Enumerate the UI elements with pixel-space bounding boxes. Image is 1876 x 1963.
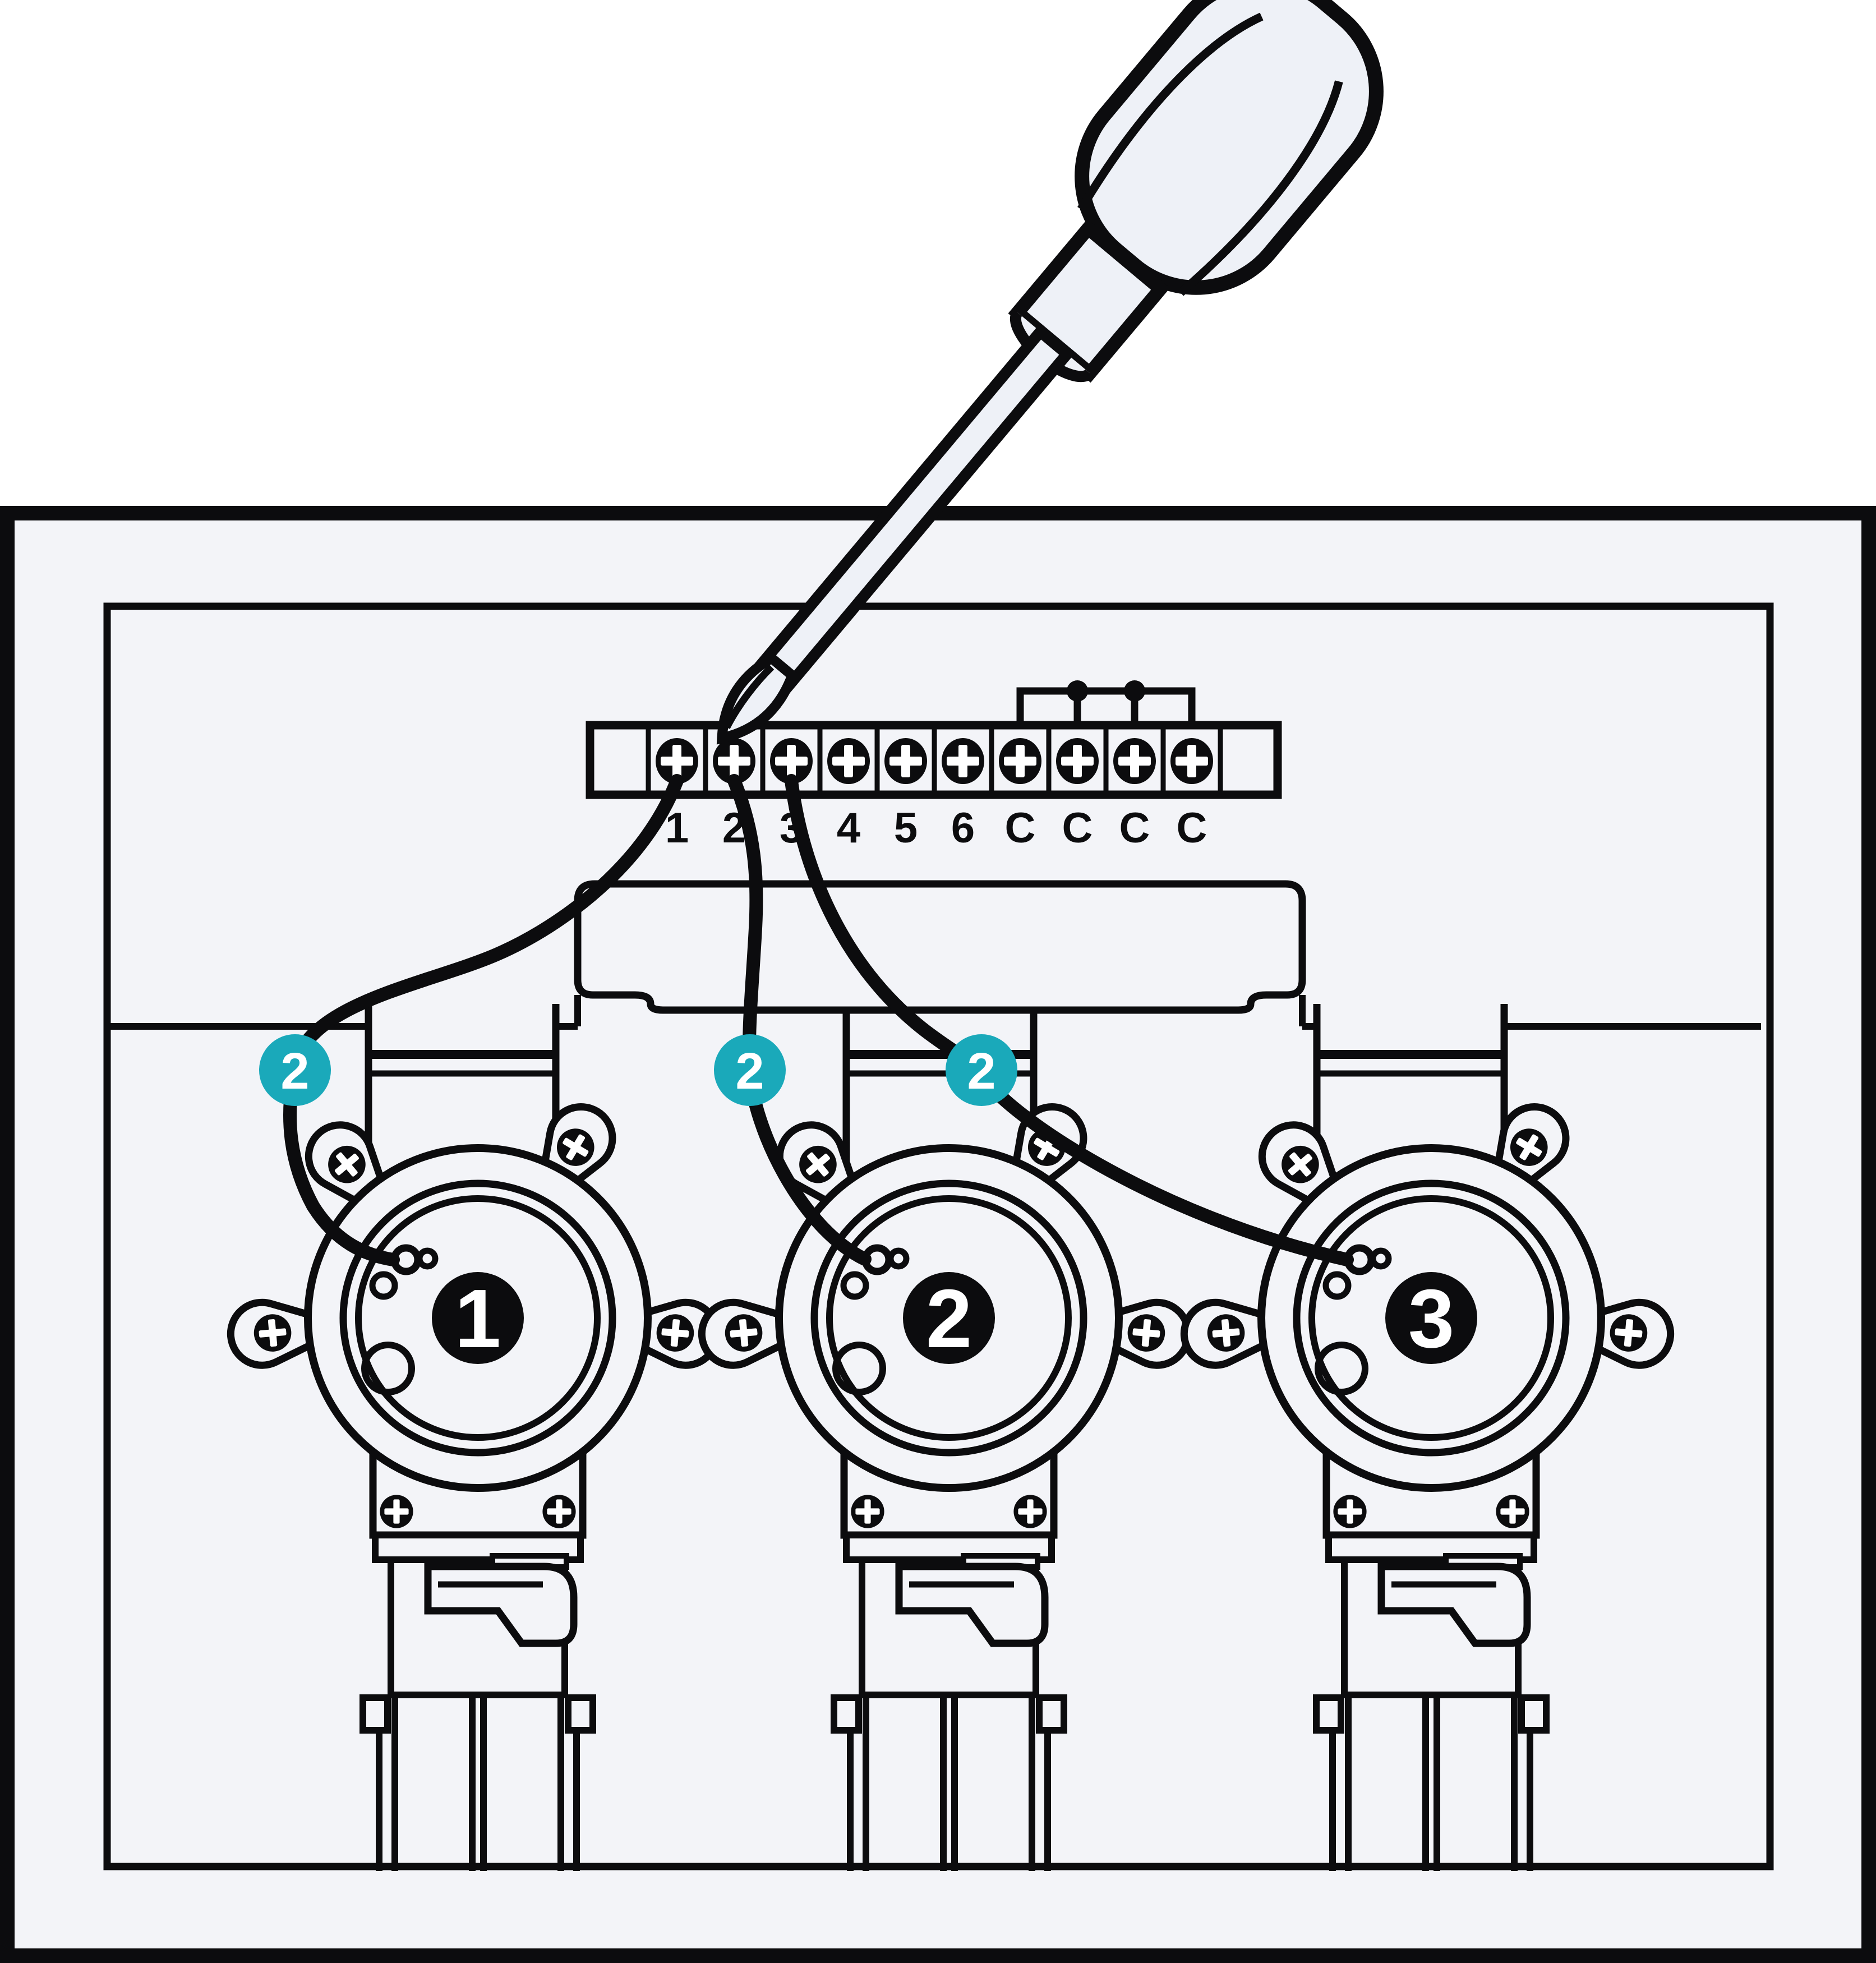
step-badge-1: 2 — [259, 1034, 331, 1106]
junction-dot — [1067, 680, 1088, 702]
step-badge-2: 2 — [714, 1034, 786, 1106]
wire-terminal2-to-valve2 — [727, 774, 872, 1266]
valve-number-label: 1 — [455, 1273, 501, 1365]
junction-dot — [1124, 680, 1145, 702]
terminal-label-6: 6 — [951, 804, 975, 852]
wire-terminal1-to-valve1 — [283, 774, 684, 1266]
valve-3: 3 — [1182, 1095, 1674, 1871]
valve-number-label: 3 — [1408, 1273, 1454, 1365]
terminal-strip: 1 2 3 4 5 6 C C C C — [586, 680, 1282, 852]
common-jumper-wire — [1016, 680, 1196, 725]
terminal-screw-c1[interactable] — [999, 738, 1041, 784]
step-badges: 2 2 2 — [259, 1034, 1017, 1106]
terminal-label-c3: C — [1119, 804, 1150, 852]
terminal-label-c4: C — [1177, 804, 1207, 852]
screwdriver-icon[interactable] — [639, 0, 1415, 807]
terminal-label-c2: C — [1062, 804, 1093, 852]
terminal-screw-c3[interactable] — [1113, 738, 1156, 784]
step-badge-label: 2 — [735, 1043, 764, 1100]
valve-1: 1 — [228, 1095, 720, 1871]
step-badge-3: 2 — [946, 1034, 1017, 1106]
valve-number-label: 2 — [926, 1273, 972, 1365]
step-badge-label: 2 — [967, 1043, 995, 1100]
terminal-screw-c2[interactable] — [1056, 738, 1099, 784]
terminal-screw-c4[interactable] — [1170, 738, 1213, 784]
step-badge-label: 2 — [280, 1043, 309, 1100]
screwdriver-tip — [716, 652, 799, 745]
terminal-label-5: 5 — [894, 804, 918, 852]
terminal-label-c1: C — [1005, 804, 1036, 852]
terminal-screw-4[interactable] — [827, 738, 870, 784]
terminal-label-4: 4 — [837, 804, 860, 852]
valve-2: 2 — [699, 1095, 1191, 1871]
terminal-screw-5[interactable] — [884, 738, 927, 784]
terminal-screw-6[interactable] — [942, 738, 984, 784]
